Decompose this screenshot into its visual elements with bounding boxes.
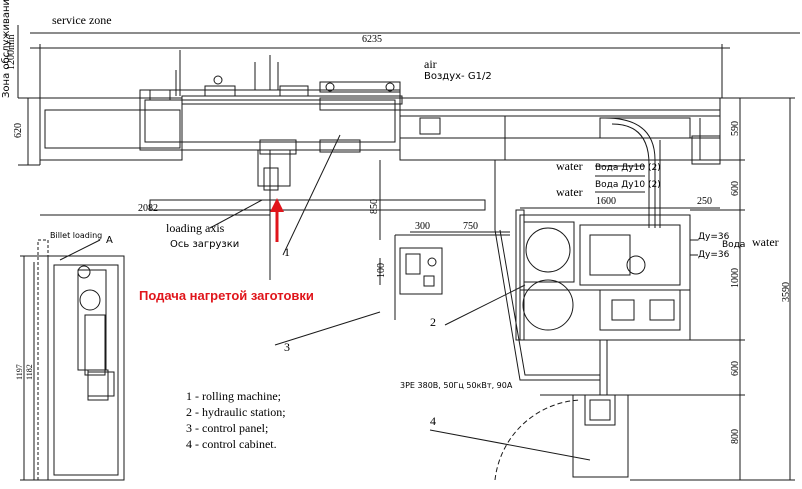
top-dimension-lines xyxy=(17,25,800,166)
callout-4: 4 xyxy=(430,414,436,428)
water-label-1: water xyxy=(556,159,583,173)
dim-2082: 2082 xyxy=(138,203,158,214)
billet-loading-label: Billet loading xyxy=(50,231,103,240)
loading-axis-label: loading axis xyxy=(166,221,225,235)
dim-1182: 1182 xyxy=(25,364,34,380)
dim-600-top: 600 xyxy=(730,181,741,196)
leader-lines xyxy=(209,134,591,461)
power-supply-label: 3PE 380В, 50Гц 50кВт, 90А xyxy=(400,381,513,390)
dim-800: 800 xyxy=(730,429,741,444)
du36-label-1: Ду=36 xyxy=(698,232,730,242)
legend-item: 3 - control panel; xyxy=(186,421,269,435)
legend: 1 - rolling machine; 2 - hydraulic stati… xyxy=(186,388,286,452)
dim-300: 300 xyxy=(415,221,430,232)
hydraulic-station xyxy=(515,209,698,341)
dim-100: 100 xyxy=(376,263,387,278)
dim-1600: 1600 xyxy=(596,196,616,207)
dim-1200min: 1200min xyxy=(6,34,17,70)
dim-1000: 1000 xyxy=(730,268,741,288)
du36-label-2: Ду=36 xyxy=(698,250,730,260)
dim-600-bottom: 600 xyxy=(730,361,741,376)
loading-axis-ru-label: Ось загрузки xyxy=(170,239,240,250)
air-ru-label: Воздух- G1/2 xyxy=(424,71,492,82)
control-cabinet xyxy=(494,340,630,481)
dim-620: 620 xyxy=(13,123,24,138)
dim-750: 750 xyxy=(463,221,478,232)
dim-3590: 3590 xyxy=(781,282,792,302)
dim-590: 590 xyxy=(730,121,741,136)
water-label-3: water xyxy=(752,235,779,249)
dim-6235: 6235 xyxy=(362,34,382,45)
detail-a-label: A xyxy=(106,235,113,246)
legend-item: 2 - hydraulic station; xyxy=(186,405,286,419)
right-dimension-lines xyxy=(520,97,795,481)
service-zone-label: service zone xyxy=(52,13,112,27)
dim-850: 850 xyxy=(369,199,380,214)
dim-250: 250 xyxy=(697,196,712,207)
air-label: air xyxy=(424,57,437,71)
billet-loading-detail xyxy=(20,239,125,481)
feed-heated-billet-label: Подача нагретой заготовки xyxy=(139,288,314,303)
legend-item: 1 - rolling machine; xyxy=(186,389,281,403)
callout-3: 3 xyxy=(284,340,290,354)
rolling-machine xyxy=(39,50,721,280)
legend-item: 4 - control cabinet. xyxy=(186,437,277,451)
voda-label: Вода xyxy=(722,240,746,250)
water-ru-label-2: Вода Ду10 (2) xyxy=(595,180,661,190)
callout-2: 2 xyxy=(430,315,436,329)
water-ru-label-1: Вода Ду10 (2) xyxy=(595,163,661,173)
dim-1197: 1197 xyxy=(15,364,24,380)
water-label-2: water xyxy=(556,185,583,199)
lower-dimension-lines xyxy=(40,160,510,285)
callout-1: 1 xyxy=(284,245,290,259)
feed-arrow xyxy=(270,198,284,242)
pipe-routing xyxy=(494,117,661,381)
